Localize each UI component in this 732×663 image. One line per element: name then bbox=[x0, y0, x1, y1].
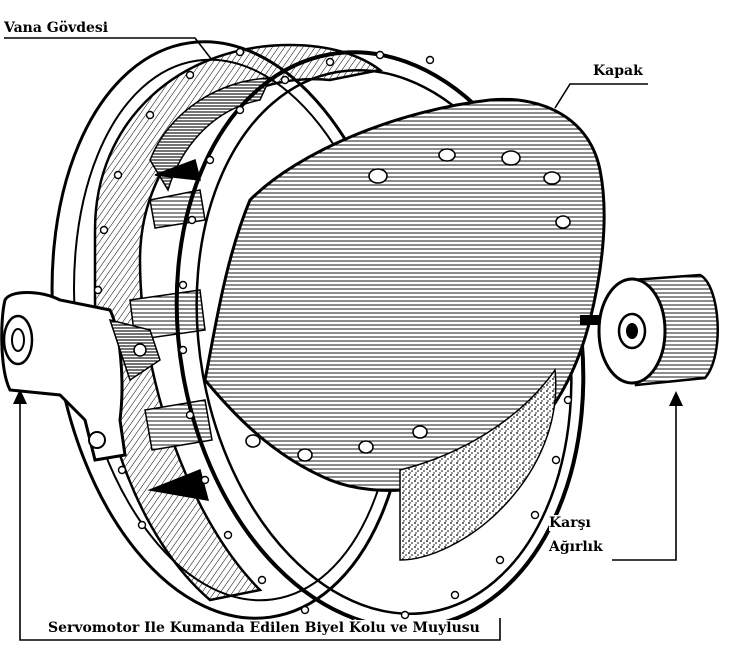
lever-arm-illustration bbox=[0, 291, 161, 462]
label-valve-body: Vana Gövdesi bbox=[4, 20, 109, 36]
arrowhead-counterweight bbox=[669, 391, 683, 406]
leader-valve-body bbox=[4, 37, 213, 61]
arrowhead-servo-arm bbox=[13, 389, 27, 404]
label-disc: Kapak bbox=[593, 63, 643, 79]
leader-lines bbox=[4, 37, 683, 641]
leader-servo-arm bbox=[19, 398, 501, 641]
leader-disc bbox=[554, 83, 648, 109]
label-servo-arm: Servomotor Ile Kumanda Edilen Biyel Kolu… bbox=[48, 620, 480, 636]
label-counterweight-line2: Ağırlık bbox=[549, 539, 603, 555]
label-counterweight-line1: Karşı bbox=[549, 515, 591, 531]
leader-counterweight bbox=[612, 400, 677, 561]
disc-illustration bbox=[203, 97, 606, 561]
counterweight-illustration bbox=[580, 273, 719, 387]
